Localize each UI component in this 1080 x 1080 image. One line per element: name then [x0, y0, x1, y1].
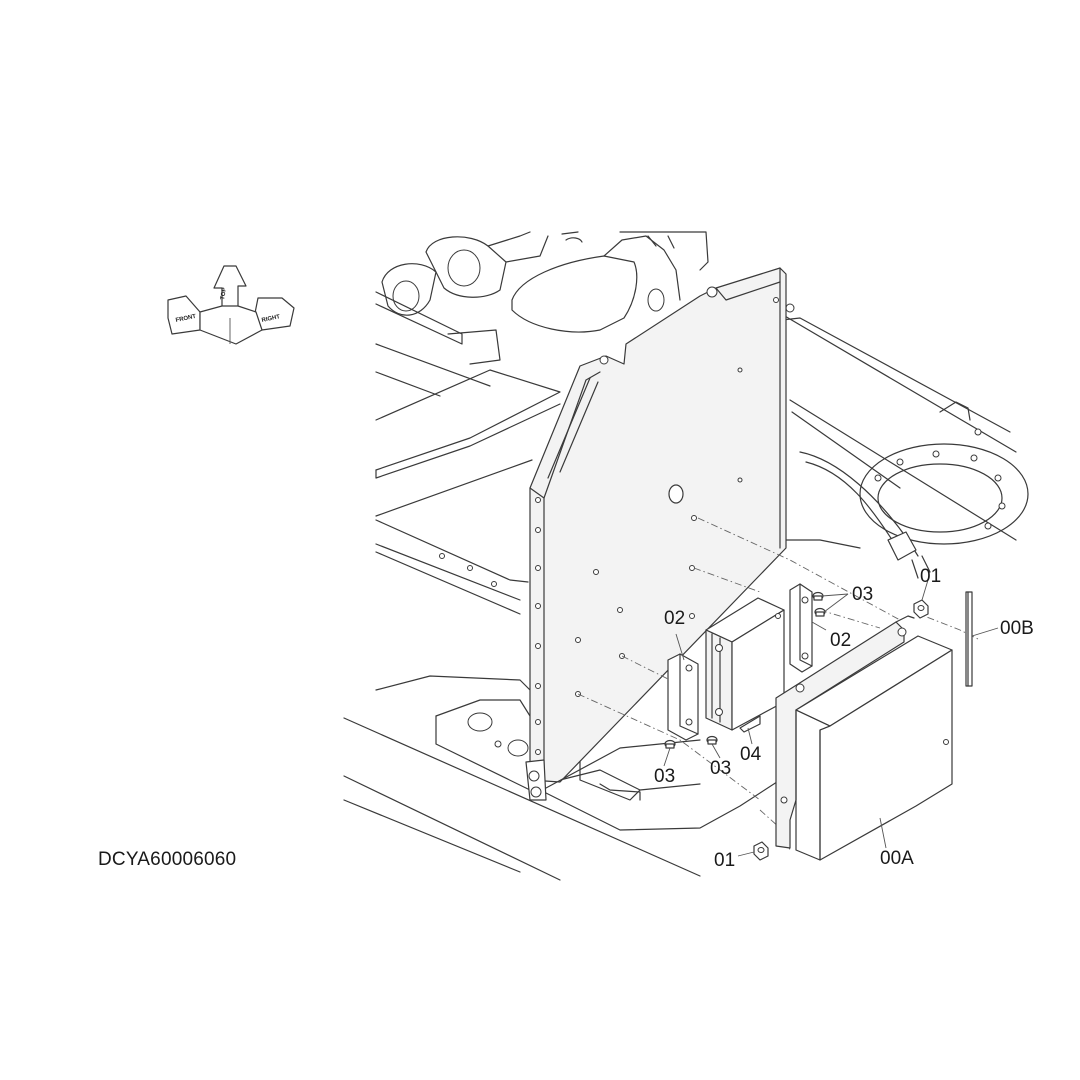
callout-02-right: 02 [830, 630, 851, 651]
part-02-right-bracket [789, 583, 813, 673]
leader-lines [663, 579, 999, 857]
callout-03-mid: 03 [710, 758, 731, 779]
callout-03-left: 03 [654, 766, 675, 787]
part-03-bolts [664, 591, 826, 749]
bolt-icon [812, 591, 824, 601]
callout-01-top: 01 [920, 566, 941, 587]
callout-04: 04 [740, 744, 762, 765]
orientation-label-top: TOP [220, 287, 228, 300]
drawing-code: DCYA60006060 [98, 849, 237, 870]
callout-02-left: 02 [664, 608, 685, 629]
part-02-left-bracket [667, 653, 699, 741]
orientation-label-right: RIGHT [261, 314, 281, 324]
part-00B-seal-strip [965, 591, 973, 687]
callout-00A: 00A [880, 848, 914, 869]
machine-frame [343, 231, 1029, 881]
callout-01-bottom: 01 [714, 850, 735, 871]
orientation-marker-icon: FRONT TOP RIGHT [167, 265, 295, 345]
bolt-icon [753, 841, 769, 861]
callout-00B: 00B [1000, 618, 1034, 639]
part-00A-cover [775, 615, 953, 861]
bolt-icon [913, 599, 929, 619]
callout-labels: 01 00B 00A 01 02 02 03 03 03 04 [654, 566, 1034, 871]
bolt-icon [706, 735, 718, 745]
bolt-icon [664, 739, 676, 749]
callout-03-top: 03 [852, 584, 873, 605]
mounting-plate [525, 267, 787, 801]
orientation-label-front: FRONT [175, 314, 197, 324]
part-01-bolts [753, 599, 929, 861]
bolt-icon [814, 607, 826, 617]
